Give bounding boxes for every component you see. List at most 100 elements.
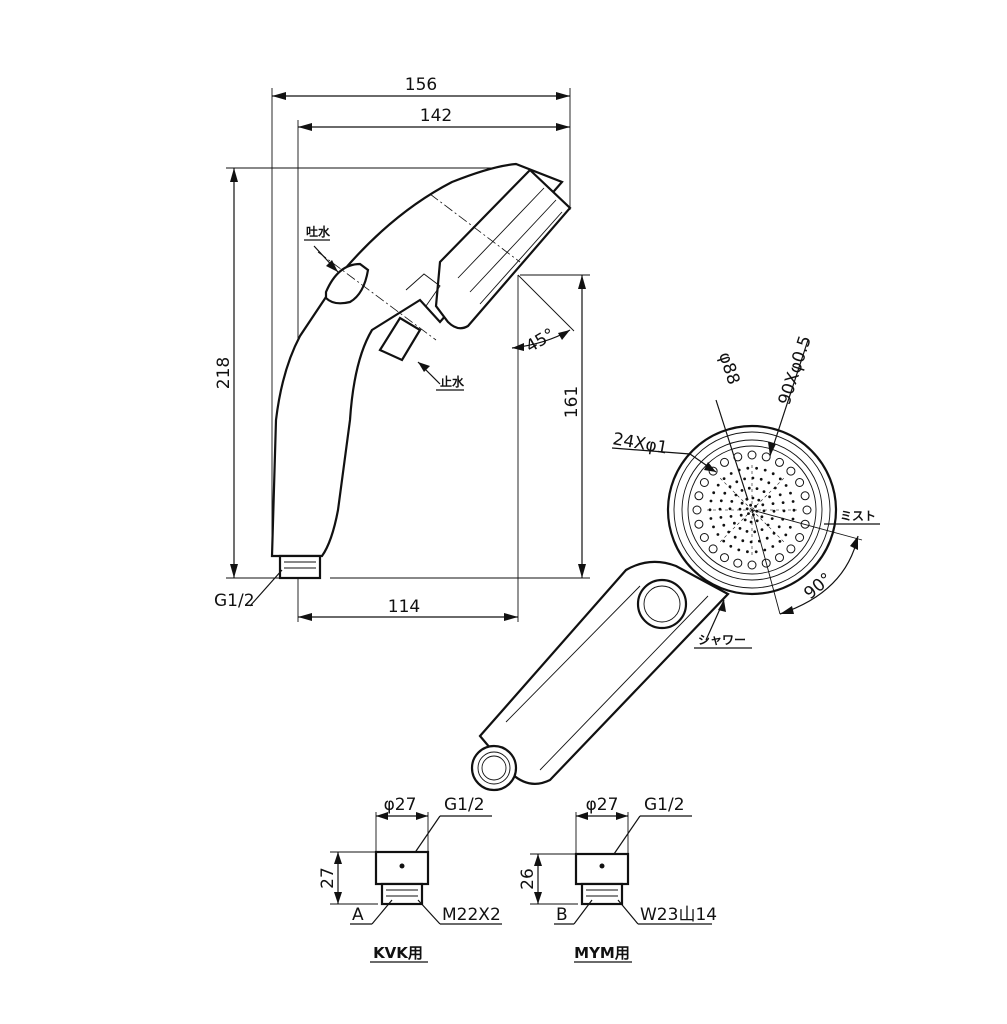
small-spray-hole	[740, 489, 744, 492]
small-spray-hole	[737, 548, 741, 552]
small-spray-hole	[741, 539, 745, 543]
large-spray-hole	[699, 478, 709, 487]
radial-guide-line	[717, 475, 753, 511]
small-spray-hole	[791, 500, 795, 503]
small-spray-hole	[791, 517, 795, 521]
front-connector	[470, 744, 518, 792]
small-spray-hole	[760, 515, 764, 519]
small-spray-hole	[767, 481, 771, 485]
large-spray-hole	[775, 457, 784, 467]
dim-head-width: 142	[420, 106, 452, 126]
small-spray-hole	[745, 507, 749, 511]
small-spray-hole	[712, 491, 716, 495]
small-spray-hole	[768, 495, 771, 499]
water-off-label: 止水	[440, 374, 465, 389]
radial-guide-line	[751, 475, 787, 511]
large-spray-hole	[800, 491, 810, 501]
small-spray-hole	[747, 486, 751, 490]
small-spray-hole	[735, 480, 739, 484]
small-spray-hole	[722, 539, 726, 543]
adapter-a-caption: KVK用	[373, 944, 423, 962]
side-view: 156 142 218 161 114	[214, 75, 590, 622]
small-spray-hole	[778, 477, 782, 481]
large-spray-hole	[699, 533, 709, 542]
large-spray-hole	[747, 560, 757, 570]
large-spray-hole	[720, 457, 729, 467]
large-spray-hole	[692, 505, 702, 515]
adapter-b-height: 26	[518, 868, 538, 890]
adapter-b-letter: B	[556, 905, 568, 925]
small-spray-hole	[762, 490, 766, 493]
adapter-b-body	[574, 852, 630, 886]
small-spray-hole	[729, 544, 733, 548]
small-spray-hole	[745, 530, 749, 533]
adapter-a-height: 27	[318, 867, 338, 889]
small-spray-hole	[734, 493, 738, 497]
small-holes-label: 90Xφ0.5	[775, 333, 816, 407]
small-spray-hole	[729, 472, 733, 475]
toggle-button	[324, 262, 370, 305]
shower-label: シャワー	[698, 633, 746, 647]
small-spray-hole	[716, 483, 720, 487]
front-toggle-button	[636, 578, 688, 630]
adapter-b: φ27 G1/2 26 B W23山14 MYM用	[518, 795, 717, 963]
small-spray-hole	[709, 499, 713, 503]
small-spray-hole	[739, 513, 743, 517]
small-spray-hole	[754, 550, 758, 554]
dim-lower-height: 161	[562, 386, 582, 418]
adapter-b-diameter: φ27	[586, 795, 619, 815]
small-spray-hole	[733, 535, 737, 539]
small-spray-hole	[778, 493, 782, 497]
small-spray-hole	[729, 515, 733, 518]
large-spray-hole	[775, 553, 784, 563]
small-spray-hole	[771, 472, 775, 476]
adapter-a-letter: A	[352, 905, 364, 925]
dim-height: 218	[214, 357, 234, 389]
side-thread	[278, 554, 322, 580]
small-spray-hole	[709, 517, 713, 520]
small-spray-hole	[738, 527, 742, 530]
small-spray-hole	[728, 507, 732, 511]
small-spray-hole	[755, 487, 759, 490]
side-angle-label: 45°	[522, 325, 558, 357]
small-spray-hole	[753, 530, 757, 534]
small-spray-hole	[722, 523, 726, 527]
adapter-a: φ27 G1/2 27 A M22X2 KVK用	[318, 795, 502, 963]
dim-overall-width: 156	[405, 75, 437, 95]
small-spray-hole	[712, 525, 715, 529]
radial-guide-line	[751, 509, 787, 545]
small-spray-hole	[784, 533, 788, 537]
large-spray-hole	[802, 505, 812, 515]
small-spray-hole	[784, 484, 788, 487]
small-spray-hole	[763, 468, 767, 472]
small-spray-hole	[746, 550, 749, 554]
large-holes-label: 24Xφ1	[611, 429, 669, 458]
small-spray-hole	[749, 503, 752, 507]
large-spray-hole	[733, 558, 743, 568]
small-spray-hole	[788, 525, 792, 529]
small-spray-hole	[765, 536, 769, 540]
stop-button	[378, 316, 422, 362]
large-spray-hole	[720, 553, 729, 563]
head-diameter-label: φ88	[714, 350, 743, 387]
small-spray-hole	[770, 517, 774, 520]
small-spray-hole	[733, 521, 736, 525]
small-spray-hole	[743, 518, 747, 522]
front-handle	[478, 560, 730, 785]
dim-base-width: 114	[388, 597, 420, 617]
small-spray-hole	[761, 503, 765, 507]
adapter-b-thread: G1/2	[644, 795, 685, 815]
water-on-label: 吐水	[306, 224, 331, 239]
small-spray-hole	[771, 502, 775, 505]
small-spray-hole	[755, 519, 759, 523]
mist-label: ミスト	[840, 509, 876, 523]
side-thread-label: G1/2	[214, 591, 255, 611]
small-spray-hole	[778, 540, 782, 543]
small-spray-hole	[759, 477, 763, 481]
small-spray-hole	[760, 528, 764, 531]
large-spray-hole	[694, 491, 704, 501]
small-spray-hole	[755, 466, 758, 470]
small-spray-hole	[789, 491, 792, 495]
small-spray-hole	[719, 516, 723, 519]
